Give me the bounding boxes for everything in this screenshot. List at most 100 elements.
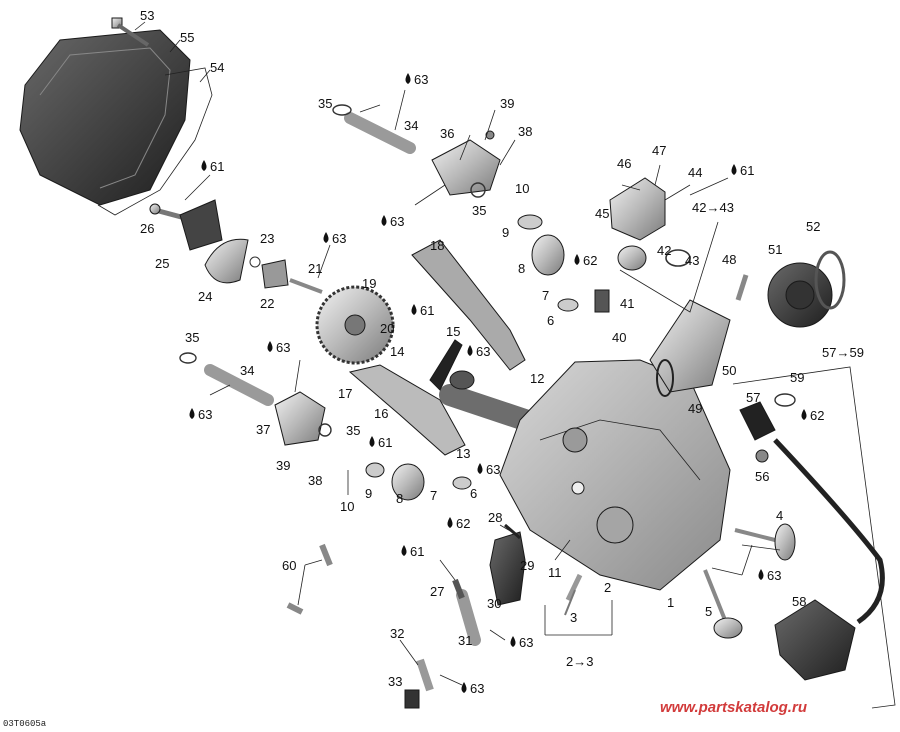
callout-63: 63 bbox=[477, 462, 500, 477]
callout-number: 62 bbox=[456, 516, 470, 531]
watermark: www.partskatalog.ru bbox=[660, 699, 807, 716]
callout-number: 63 bbox=[198, 407, 212, 422]
callout-number: 30 bbox=[487, 596, 501, 611]
callout-56: 56 bbox=[755, 469, 769, 484]
callout-6: 6 bbox=[547, 313, 554, 328]
callout-59: 59 bbox=[790, 370, 804, 385]
callout-45: 45 bbox=[595, 206, 609, 221]
callout-11: 11 bbox=[548, 565, 562, 580]
callout-63: 63 bbox=[189, 407, 212, 422]
callout-19: 19 bbox=[362, 276, 376, 291]
callout-number: 62 bbox=[583, 253, 597, 268]
callout-number: 4 bbox=[776, 508, 783, 523]
callout-1: 1 bbox=[667, 595, 674, 610]
callout-number: 27 bbox=[430, 584, 444, 599]
callout-number: 58 bbox=[792, 594, 806, 609]
valve-cover bbox=[19, 29, 191, 206]
callout-25: 25 bbox=[155, 256, 169, 271]
callout-number: 40 bbox=[612, 330, 626, 345]
callout-number: 10 bbox=[340, 499, 354, 514]
callout-number: 9 bbox=[365, 486, 372, 501]
oil-drop-icon bbox=[467, 345, 473, 356]
callout-16: 16 bbox=[374, 406, 388, 421]
callout-2: 2 bbox=[604, 580, 611, 595]
oil-drop-icon bbox=[731, 164, 737, 175]
callout-number: 39 bbox=[276, 458, 290, 473]
rocker-arm-upper bbox=[431, 130, 501, 198]
oil-drop-icon bbox=[381, 215, 387, 226]
callout-number: 28 bbox=[488, 510, 502, 525]
callout-37: 37 bbox=[256, 422, 270, 437]
fitting-32-33 bbox=[404, 658, 434, 709]
bolts-60 bbox=[286, 543, 333, 615]
callout-number: 55 bbox=[180, 30, 194, 45]
callout-number: 38 bbox=[308, 473, 322, 488]
callout-number: 2→3 bbox=[566, 654, 593, 669]
callout-10: 10 bbox=[515, 181, 529, 196]
oil-drop-icon bbox=[401, 545, 407, 556]
callout-6: 6 bbox=[470, 486, 477, 501]
callout-9: 9 bbox=[365, 486, 372, 501]
oil-drop-icon bbox=[267, 341, 273, 352]
callout-number: 17 bbox=[338, 386, 352, 401]
shaft-30-31 bbox=[452, 578, 481, 646]
springs-upper bbox=[517, 214, 579, 312]
callout-61: 61 bbox=[401, 544, 424, 559]
callout-40: 40 bbox=[612, 330, 626, 345]
callout-number: 61 bbox=[410, 544, 424, 559]
callout-61: 61 bbox=[369, 435, 392, 450]
callout-12: 12 bbox=[530, 371, 544, 386]
callout-52: 52 bbox=[806, 219, 820, 234]
callout-2-3: 2→3 bbox=[566, 654, 593, 669]
cylinder-head-1 bbox=[499, 359, 731, 591]
callout-34: 34 bbox=[240, 363, 254, 378]
callout-22: 22 bbox=[260, 296, 274, 311]
callout-number: 63 bbox=[486, 462, 500, 477]
callout-63: 63 bbox=[758, 568, 781, 583]
callout-number: 11 bbox=[548, 565, 562, 580]
callout-number: 60 bbox=[282, 558, 296, 573]
pin-21 bbox=[289, 278, 323, 294]
bolt-53 bbox=[111, 17, 150, 47]
oil-drop-icon bbox=[574, 254, 580, 265]
callout-35: 35 bbox=[346, 423, 360, 438]
callout-number: 2 bbox=[604, 580, 611, 595]
callout-number: 20 bbox=[380, 321, 394, 336]
callout-number: 5 bbox=[705, 604, 712, 619]
callout-20: 20 bbox=[380, 321, 394, 336]
camshaft-lower-34 bbox=[179, 352, 274, 406]
callout-number: 63 bbox=[332, 231, 346, 246]
callout-53: 53 bbox=[140, 8, 154, 23]
decompressor-24 bbox=[204, 238, 249, 284]
callout-number: 57→59 bbox=[822, 345, 864, 360]
figure-reference: 03T0605a bbox=[3, 719, 47, 729]
oil-drop-icon bbox=[461, 682, 467, 693]
callout-15: 15 bbox=[446, 324, 460, 339]
callout-number: 15 bbox=[446, 324, 460, 339]
callout-number: 34 bbox=[240, 363, 254, 378]
callout-number: 16 bbox=[374, 406, 388, 421]
callout-number: 7 bbox=[430, 488, 437, 503]
callout-63: 63 bbox=[510, 635, 533, 650]
callout-number: 62 bbox=[810, 408, 824, 423]
ignition-coil-58 bbox=[773, 438, 885, 681]
callout-number: 36 bbox=[440, 126, 454, 141]
valves bbox=[703, 523, 796, 639]
callout-number: 37 bbox=[256, 422, 270, 437]
callout-number: 54 bbox=[210, 60, 224, 75]
callout-number: 45 bbox=[595, 206, 609, 221]
cap-57 bbox=[739, 393, 796, 463]
oil-drop-icon bbox=[369, 436, 375, 447]
callout-number: 53 bbox=[140, 8, 154, 23]
callout-number: 41 bbox=[620, 296, 634, 311]
oil-drop-icon bbox=[323, 232, 329, 243]
callout-number: 31 bbox=[458, 633, 472, 648]
callout-21: 21 bbox=[308, 261, 322, 276]
callout-35: 35 bbox=[318, 96, 332, 111]
plate-25 bbox=[179, 199, 223, 251]
callout-29: 29 bbox=[520, 558, 534, 573]
callout-number: 3 bbox=[570, 610, 577, 625]
callout-number: 23 bbox=[260, 231, 274, 246]
